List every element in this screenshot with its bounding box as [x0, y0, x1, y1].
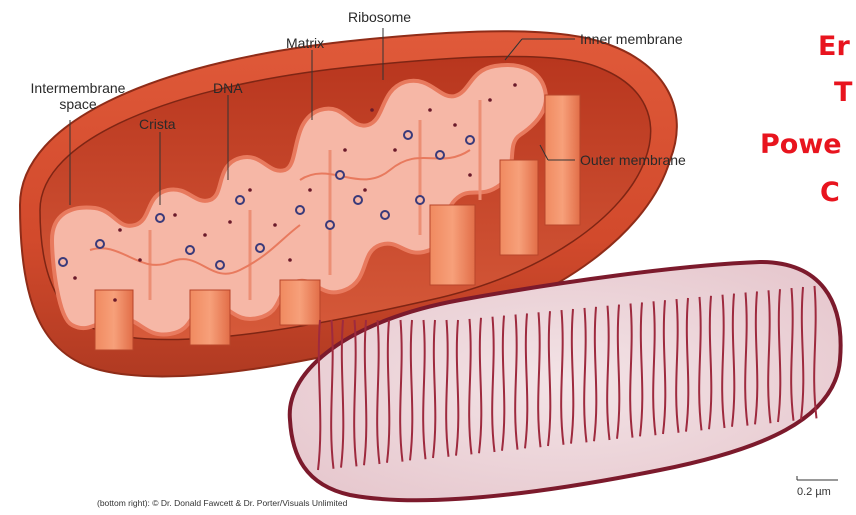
ribosome-dot	[248, 188, 252, 192]
dna-circle	[436, 151, 444, 159]
title-line-4: C	[820, 178, 840, 208]
label-intermembrane-line2: space	[28, 96, 128, 112]
dna-circle	[96, 240, 104, 248]
ribosome-dot	[363, 188, 367, 192]
ribosome-dot	[513, 83, 517, 87]
dna-circle	[404, 131, 412, 139]
ribosome-dot	[273, 223, 277, 227]
ribosome-dot	[370, 108, 374, 112]
label-crista: Crista	[139, 116, 176, 132]
dna-circle	[381, 211, 389, 219]
ribosome-dot	[228, 220, 232, 224]
scale-bar	[797, 476, 838, 480]
dna-circle	[336, 171, 344, 179]
ribosome-dot	[113, 298, 117, 302]
label-ribosome: Ribosome	[348, 9, 411, 25]
scale-bar-label: 0.2 µm	[797, 486, 831, 498]
dna-circle	[216, 261, 224, 269]
image-credit: (bottom right): © Dr. Donald Fawcett & D…	[97, 498, 347, 508]
dna-circle	[236, 196, 244, 204]
ribosome-dot	[308, 188, 312, 192]
dna-circle	[326, 221, 334, 229]
label-intermembrane-space: Intermembrane space	[28, 80, 128, 112]
ribosome-dot	[343, 148, 347, 152]
ribosome-dot	[138, 258, 142, 262]
ribosome-dot	[203, 233, 207, 237]
dna-circle	[416, 196, 424, 204]
ribosome-dot	[173, 213, 177, 217]
ribosome-dot	[468, 173, 472, 177]
ribosome-dot	[118, 228, 122, 232]
dna-circle	[256, 244, 264, 252]
ribosome-dot	[488, 98, 492, 102]
ribosome-dot	[288, 258, 292, 262]
label-inner-membrane: Inner membrane	[580, 31, 683, 47]
ribosome-dot	[73, 276, 77, 280]
dna-circle	[296, 206, 304, 214]
dna-circle	[466, 136, 474, 144]
dna-circle	[354, 196, 362, 204]
title-line-3: Powe	[760, 130, 842, 160]
label-dna: DNA	[213, 80, 243, 96]
dna-circle	[156, 214, 164, 222]
ribosome-dot	[393, 148, 397, 152]
ribosome-dot	[428, 108, 432, 112]
dna-circle	[186, 246, 194, 254]
label-outer-membrane: Outer membrane	[580, 152, 686, 168]
title-line-1: Er	[818, 32, 850, 62]
dna-circle	[59, 258, 67, 266]
ribosome-dot	[453, 123, 457, 127]
label-intermembrane-line1: Intermembrane	[28, 80, 128, 96]
title-line-2: T	[834, 78, 852, 108]
label-matrix: Matrix	[286, 35, 324, 51]
